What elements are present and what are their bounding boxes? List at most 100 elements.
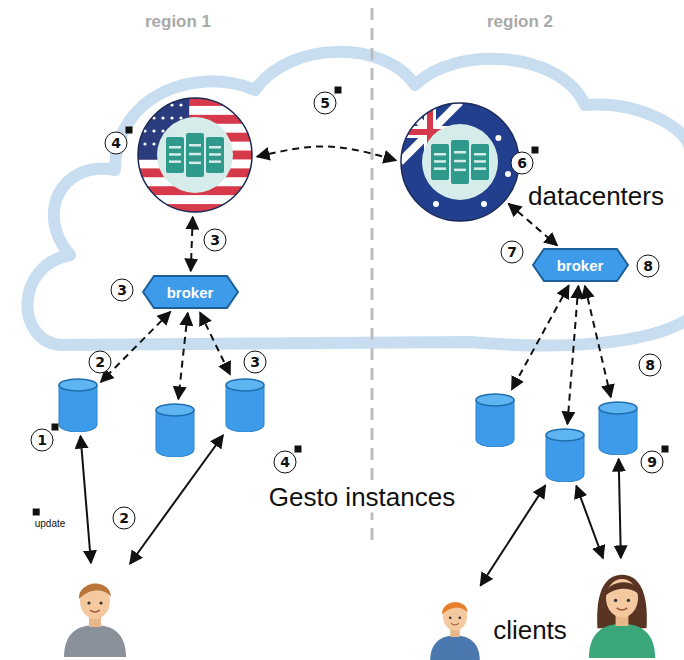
caption-label: clients — [490, 615, 570, 646]
server-slot — [474, 160, 486, 163]
server-slot — [474, 167, 486, 170]
flag-star — [481, 201, 487, 207]
server-unit — [186, 133, 204, 177]
flag-star — [179, 103, 182, 106]
callout-number: 3 — [204, 229, 227, 252]
flag-star — [143, 116, 146, 119]
cylinder-body — [156, 410, 194, 457]
callout-number: 6 — [511, 152, 534, 175]
node-label: broker — [167, 284, 214, 301]
client-link — [619, 459, 621, 558]
datacenter-au-shape — [400, 102, 520, 222]
marker-square — [532, 147, 539, 154]
gesto-instance — [58, 378, 98, 432]
sync-link — [567, 286, 578, 424]
gesto-instance — [155, 403, 195, 457]
sync-link — [191, 217, 193, 271]
marker-square — [52, 424, 59, 431]
region-divider — [371, 8, 374, 548]
server-slot — [169, 160, 181, 163]
gesto-instance — [598, 401, 638, 455]
gesto-instance — [475, 393, 515, 447]
flag-field — [400, 102, 520, 222]
client-link — [576, 486, 603, 558]
flag-star — [495, 135, 501, 141]
sync-link — [178, 313, 187, 399]
gesto-instance-shape — [475, 393, 515, 447]
person-hair — [605, 582, 639, 596]
flag-star — [179, 116, 182, 119]
callout-number: 7 — [501, 241, 524, 264]
person-body — [430, 635, 480, 660]
flag-star — [143, 142, 146, 145]
marker-square — [33, 509, 40, 516]
flag-star — [143, 103, 146, 106]
server-slot — [169, 153, 181, 156]
callout-number: 2 — [113, 507, 136, 530]
server-unit — [206, 137, 224, 173]
client-person — [60, 567, 130, 657]
server-unit — [451, 140, 469, 184]
flag-star — [152, 129, 155, 132]
server-slot — [189, 153, 201, 156]
callout-number: 3 — [111, 279, 134, 302]
cylinder-top — [599, 402, 637, 414]
callout-number: 5 — [314, 92, 337, 115]
person-head — [443, 602, 467, 631]
person-body — [589, 624, 655, 658]
caption-label: datacenters — [525, 181, 667, 212]
client-link — [480, 485, 545, 585]
datacenter-us-shape — [137, 97, 253, 213]
gesto-instance — [225, 378, 265, 432]
person-hair — [442, 602, 468, 614]
client-person-shape — [60, 567, 130, 657]
sync-link — [585, 286, 611, 397]
client-person — [584, 562, 660, 658]
broker-hexagon: broker — [142, 275, 239, 309]
server-disc — [422, 124, 498, 200]
callout-number: 4 — [274, 451, 297, 474]
sync-link — [200, 313, 230, 375]
node-label: broker — [557, 257, 604, 274]
client-person-shape — [584, 562, 660, 658]
server-slot — [434, 160, 446, 163]
cloud-outline — [27, 52, 684, 346]
gesto-instance-shape — [155, 403, 195, 457]
callout-number: 3 — [244, 351, 267, 374]
cylinder-body — [546, 435, 584, 482]
client-person — [425, 589, 485, 660]
caption-label: Gesto instances — [266, 482, 458, 513]
server-slot — [209, 160, 221, 163]
region-label: region 1 — [145, 12, 211, 32]
server-slot — [209, 146, 221, 149]
server-unit — [471, 144, 489, 180]
server-slot — [209, 153, 221, 156]
sync-link — [257, 146, 396, 160]
flag-star — [505, 171, 511, 177]
flag-star — [161, 129, 164, 132]
callout-number: 8 — [639, 354, 662, 377]
gesto-instance-shape — [58, 378, 98, 432]
person-hair — [597, 575, 647, 628]
region-label: region 2 — [487, 12, 553, 32]
cylinder-body — [59, 385, 97, 432]
sync-link — [101, 312, 171, 382]
cylinder-top — [546, 429, 584, 441]
cylinder-top — [59, 379, 97, 391]
gesto-instance-shape — [225, 378, 265, 432]
person-hair — [79, 584, 111, 599]
server-slot — [189, 144, 201, 147]
server-disc — [157, 117, 233, 193]
cylinder-top — [226, 379, 264, 391]
marker-square — [126, 127, 133, 134]
marker-square — [662, 446, 669, 453]
flag-star — [170, 116, 173, 119]
server-slot — [454, 169, 466, 172]
datacenter-rim — [401, 103, 519, 221]
marker-square — [295, 446, 302, 453]
server-slot — [434, 167, 446, 170]
server-slot — [474, 153, 486, 156]
server-unit — [431, 144, 449, 180]
